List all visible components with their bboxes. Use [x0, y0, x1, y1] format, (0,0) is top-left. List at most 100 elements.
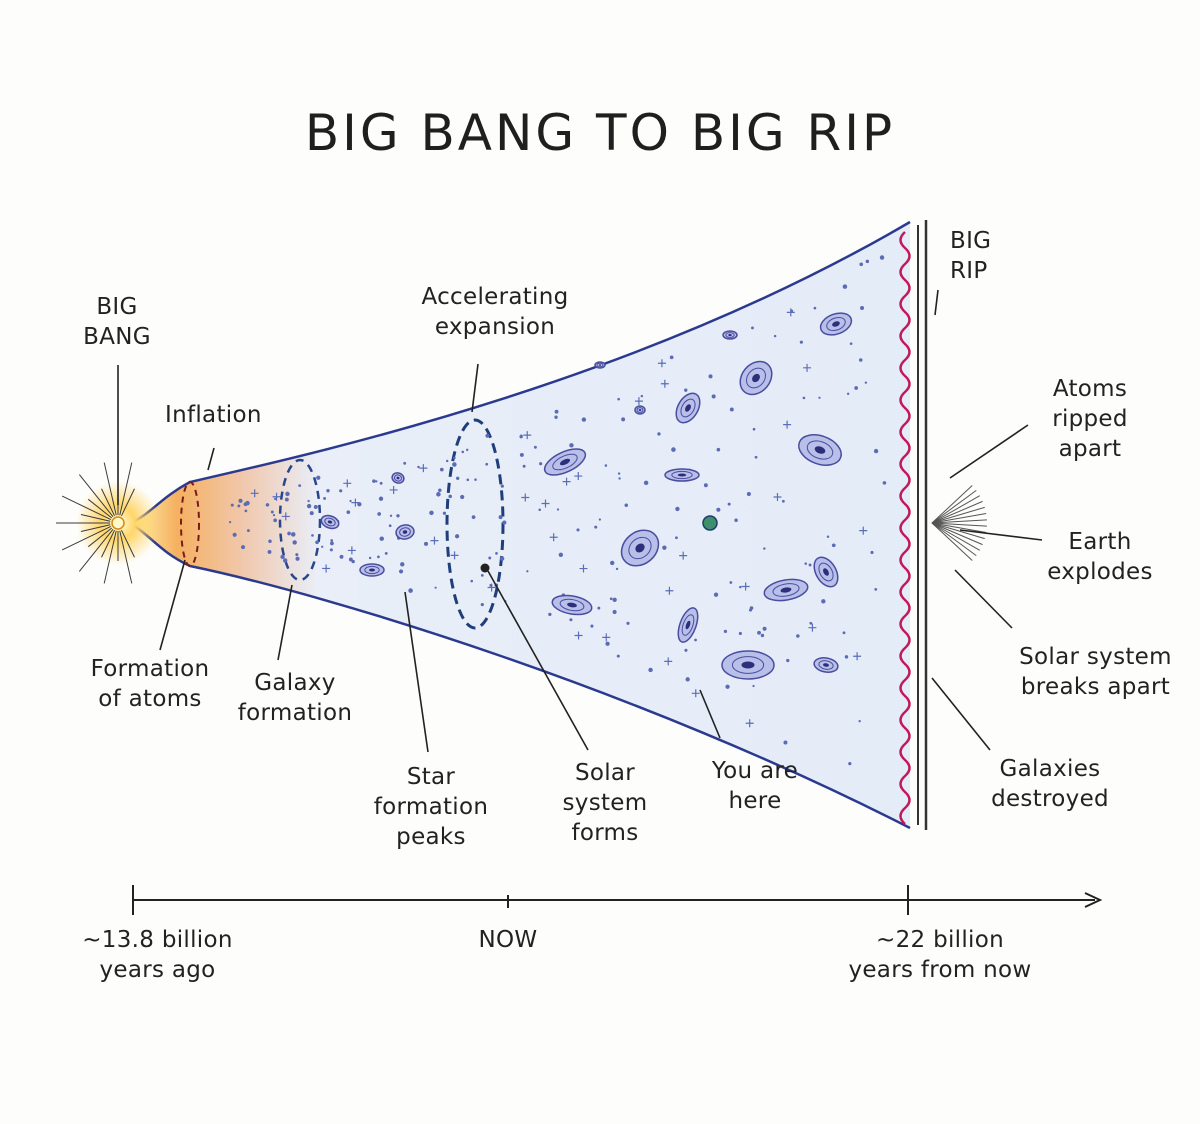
star [349, 499, 352, 503]
leader-galaxy-formation [277, 584, 293, 661]
bang-ray [87, 527, 113, 548]
star [590, 624, 594, 628]
big-rip-wave [899, 231, 911, 825]
star [859, 262, 864, 267]
star [485, 462, 489, 466]
star [643, 480, 649, 486]
bang-ray [87, 498, 113, 519]
star [624, 503, 629, 508]
star [657, 359, 666, 368]
star [865, 259, 870, 264]
label-solar-system-breaks-apart: Solar system breaks apart [1019, 644, 1172, 700]
galaxy-field [320, 312, 853, 680]
star [522, 464, 526, 468]
galaxy [722, 330, 738, 340]
star [556, 508, 560, 511]
star [316, 475, 321, 480]
star [864, 381, 868, 384]
star [480, 574, 484, 577]
star [581, 417, 587, 422]
star [751, 326, 754, 330]
bang-ray [121, 529, 135, 558]
star [716, 507, 721, 512]
star [348, 557, 353, 562]
star [783, 420, 792, 429]
star [870, 550, 874, 555]
bang-ray [101, 488, 115, 517]
star [675, 536, 678, 540]
galaxy [721, 650, 775, 680]
star [250, 489, 259, 498]
bang-ray [119, 530, 133, 584]
star [842, 284, 848, 289]
star [554, 409, 559, 414]
galaxy [359, 563, 385, 577]
label-solar-system-forms: Solar system forms [562, 760, 648, 846]
leader-star-formation [404, 591, 429, 753]
star [453, 456, 456, 460]
star [347, 546, 356, 555]
star [436, 492, 441, 497]
star [598, 518, 602, 521]
bang-ray [80, 514, 111, 522]
rip-ray [931, 500, 983, 524]
star [716, 447, 721, 452]
star [379, 536, 384, 541]
star [773, 334, 777, 338]
star [626, 621, 630, 625]
star [574, 631, 583, 640]
star [378, 496, 384, 501]
star [315, 540, 319, 545]
leader-lines [117, 289, 1043, 753]
star [803, 363, 812, 372]
star [388, 524, 392, 528]
star [813, 306, 817, 310]
star [268, 539, 272, 543]
star [456, 476, 460, 480]
label-accelerating-expansion: Accelerating expansion [421, 284, 569, 340]
star [617, 472, 621, 475]
star [423, 541, 429, 546]
star [762, 626, 767, 631]
star [818, 396, 821, 399]
leader-galaxies [931, 677, 991, 751]
rip-ray [931, 522, 987, 533]
star [597, 606, 601, 610]
star [321, 545, 324, 548]
star [272, 514, 276, 517]
star [273, 497, 277, 500]
star [460, 494, 465, 500]
galaxy [675, 392, 701, 424]
star [368, 556, 372, 560]
star [485, 433, 490, 438]
star [330, 541, 334, 546]
star [290, 532, 296, 537]
star [295, 556, 300, 561]
star [562, 477, 571, 486]
star [313, 504, 318, 509]
star [245, 500, 250, 506]
label-star-formation-peaks: Star formation peaks [373, 764, 489, 850]
star [450, 551, 459, 560]
star [576, 528, 580, 532]
star [400, 562, 405, 567]
star [859, 526, 868, 535]
star [523, 431, 532, 440]
star [323, 497, 327, 500]
star-field [228, 255, 887, 766]
star [500, 484, 504, 488]
star [621, 417, 626, 422]
label-galaxies-destroyed: Galaxies destroyed [991, 756, 1109, 812]
star [351, 559, 355, 564]
star [786, 308, 795, 317]
galaxy [813, 556, 839, 588]
star [346, 510, 351, 514]
rip-ray [931, 519, 987, 524]
star [605, 641, 610, 646]
star [725, 684, 730, 689]
star [238, 498, 243, 503]
star [804, 562, 807, 565]
star [708, 374, 713, 379]
galaxy [634, 405, 646, 415]
